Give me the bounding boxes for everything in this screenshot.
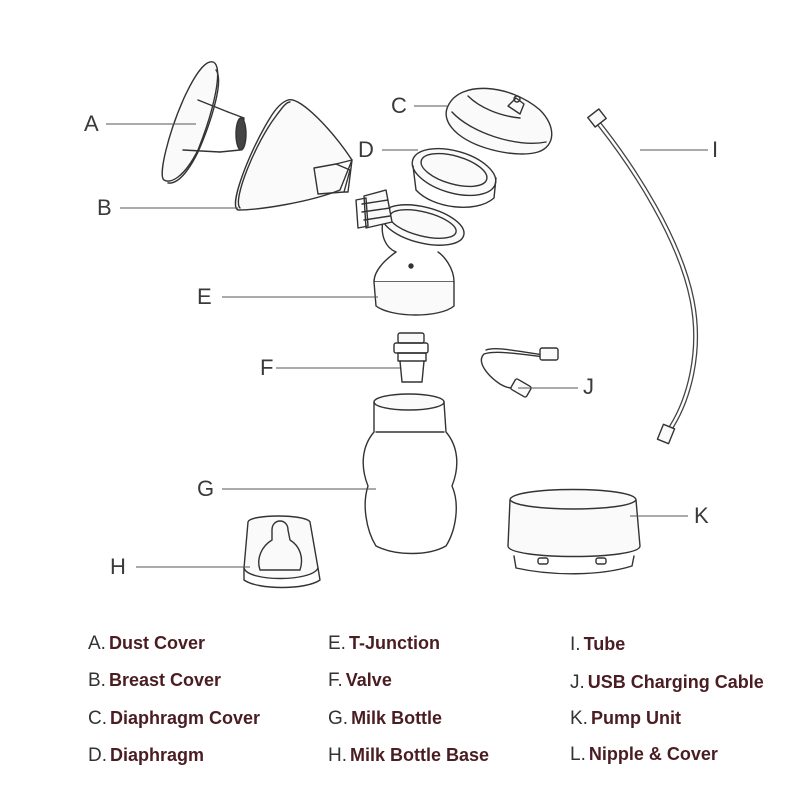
- legend-item: F.Valve: [328, 670, 392, 692]
- legend-item: G.Milk Bottle: [328, 708, 442, 730]
- diaphragm-drawing: [411, 147, 497, 208]
- callout-i: I: [712, 137, 719, 162]
- legend-item: J.USB Charging Cable: [570, 672, 764, 694]
- callout-k: K: [694, 503, 709, 528]
- dust-cover-drawing: [161, 61, 247, 184]
- t-junction-drawing: [355, 189, 465, 316]
- legend-item: I.Tube: [570, 634, 625, 656]
- legend-item: D.Diaphragm: [88, 745, 204, 767]
- legend-name: T-Junction: [348, 633, 440, 653]
- legend-name: Diaphragm: [110, 745, 205, 765]
- callout-a: A: [84, 111, 99, 136]
- legend-letter: C.: [88, 708, 107, 729]
- legend-name: Milk Bottle: [351, 708, 443, 728]
- milk-bottle-drawing: [362, 393, 458, 555]
- legend-name: Milk Bottle Base: [350, 745, 490, 765]
- callout-b: B: [97, 195, 112, 220]
- legend-item: E.T-Junction: [328, 633, 440, 655]
- legend-item: L.Nipple & Cover: [570, 744, 718, 766]
- legend-item: C.Diaphragm Cover: [88, 708, 260, 730]
- legend-name: Nipple & Cover: [588, 744, 718, 764]
- legend-name: Dust Cover: [108, 633, 205, 653]
- legend-letter: B.: [88, 670, 106, 691]
- legend-letter: D.: [88, 745, 107, 766]
- callout-h: H: [110, 554, 126, 579]
- legend-item: H.Milk Bottle Base: [328, 745, 489, 767]
- legend-letter: J.: [570, 672, 585, 693]
- breast-cover-drawing: [234, 99, 353, 211]
- valve-drawing: [393, 332, 429, 383]
- legend-name: USB Charging Cable: [587, 672, 764, 692]
- callout-d: D: [358, 137, 374, 162]
- legend-item: A.Dust Cover: [88, 633, 205, 655]
- legend-letter: F.: [328, 670, 343, 691]
- legend-item: B.Breast Cover: [88, 670, 221, 692]
- legend-letter: G.: [328, 708, 349, 729]
- legend-name: Breast Cover: [108, 670, 222, 690]
- legend-letter: H.: [328, 745, 347, 766]
- legend-letter: E.: [328, 633, 346, 654]
- callout-e: E: [197, 284, 212, 309]
- tube-drawing: [587, 108, 699, 445]
- diaphragm-cover-drawing: [445, 87, 553, 155]
- legend-name: Pump Unit: [590, 708, 681, 728]
- callout-c: C: [391, 93, 407, 118]
- legend-letter: L.: [570, 744, 586, 765]
- callout-g: G: [197, 476, 215, 501]
- callout-j: J: [583, 374, 594, 399]
- legend-name: Valve: [345, 670, 392, 690]
- pump-unit-drawing: [507, 488, 641, 575]
- usb-cable-drawing: [480, 347, 559, 398]
- legend-letter: I.: [570, 634, 581, 655]
- legend-item: K.Pump Unit: [570, 708, 681, 730]
- nipple-cover-drawing: [243, 515, 321, 589]
- legend-name: Tube: [583, 634, 626, 654]
- legend-letter: A.: [88, 633, 106, 654]
- legend-letter: K.: [570, 708, 588, 729]
- legend-name: Diaphragm Cover: [110, 708, 261, 728]
- callout-f: F: [260, 355, 274, 380]
